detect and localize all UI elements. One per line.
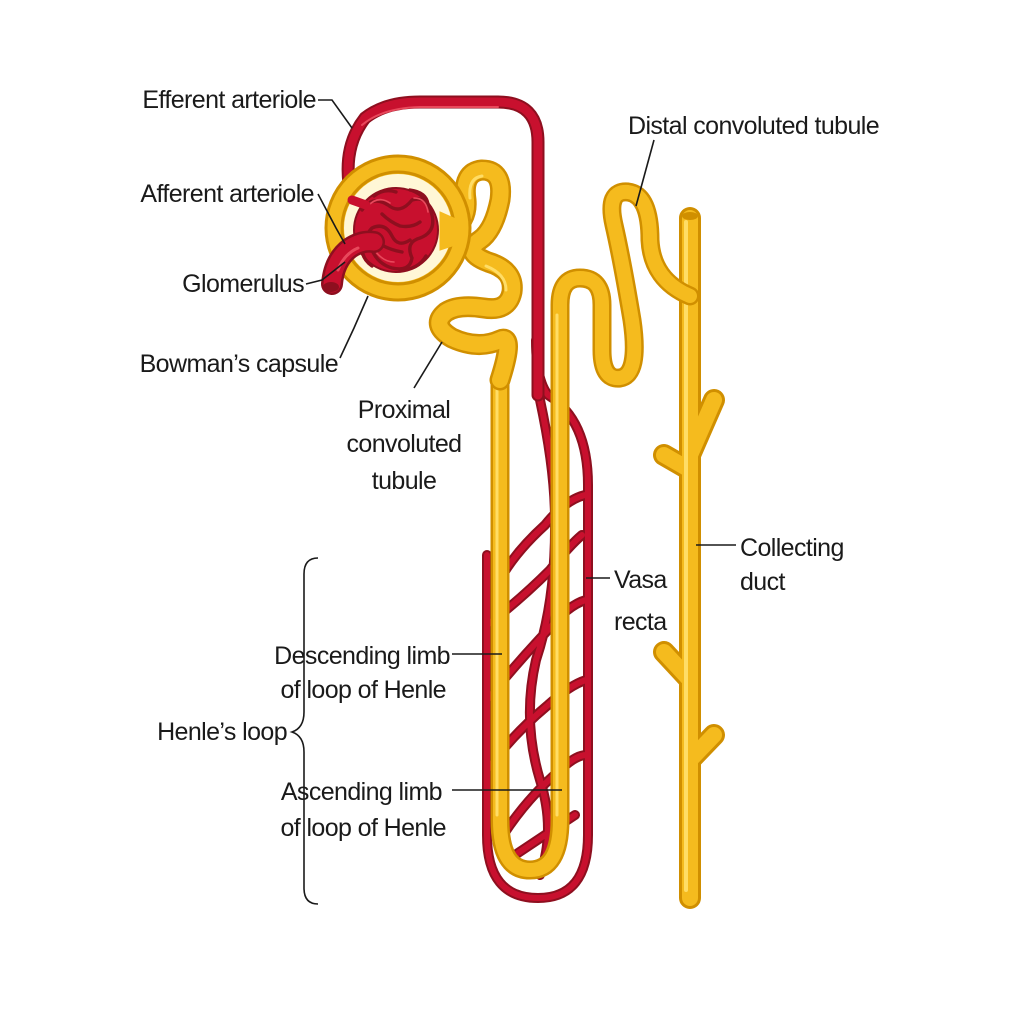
afferent-arteriole-opening [323, 282, 339, 292]
leader-afferent [317, 193, 346, 245]
pct-body [431, 162, 521, 388]
label-vasa-recta-line-1: Vasa [614, 566, 667, 594]
label-descending-limb-line-1: Descending limb [274, 642, 450, 670]
efferent-vessel-body [343, 97, 543, 400]
label-pct-line-2: convoluted [347, 430, 462, 458]
label-descending-limb-line-2: of loop of Henle [280, 676, 446, 704]
label-collecting-duct-line-2: duct [740, 568, 786, 596]
leader-efferent [318, 99, 353, 129]
label-pct-line-1: Proximal [358, 396, 450, 424]
henles-loop-brace [289, 557, 319, 905]
efferent-vessel [341, 95, 545, 402]
label-glomerulus: Glomerulus [182, 270, 304, 298]
label-efferent-arteriole: Efferent arteriole [142, 86, 316, 114]
label-collecting-duct-line-1: Collecting [740, 534, 844, 562]
loop-of-henle-body [493, 184, 697, 877]
loop-of-henle [490, 182, 700, 880]
labels: Efferent arteriole Afferent arteriole Gl… [140, 86, 880, 842]
collecting-duct [653, 207, 725, 909]
efferent-arteriole-root [347, 195, 371, 210]
label-henles-loop: Henle’s loop [157, 718, 287, 746]
collecting-duct-top-opening [682, 212, 698, 220]
leader-pct [413, 341, 443, 389]
glomerulus-capillary-coils [360, 188, 435, 272]
loop-of-henle-highlight [495, 313, 559, 817]
label-ascending-limb-line-1: Ascending limb [281, 778, 442, 806]
pct-highlight [468, 174, 508, 292]
collecting-duct-body [656, 210, 722, 906]
leader-dct [635, 139, 655, 207]
label-bowmans-capsule: Bowman’s capsule [140, 350, 338, 378]
label-vasa-recta-line-2: recta [614, 608, 667, 636]
label-pct-line-3: tubule [372, 467, 437, 495]
efferent-vessel-highlight [361, 106, 499, 126]
leader-glomerulus [305, 261, 346, 285]
label-afferent-arteriole: Afferent arteriole [140, 180, 314, 208]
leader-bowmans [339, 295, 369, 359]
proximal-convoluted-tubule [428, 159, 523, 391]
leader-lines [289, 99, 736, 905]
bowmans-capsule-neck [439, 211, 459, 251]
label-distal-convoluted-tubule: Distal convoluted tubule [628, 112, 879, 140]
label-ascending-limb-line-2: of loop of Henle [280, 814, 446, 842]
